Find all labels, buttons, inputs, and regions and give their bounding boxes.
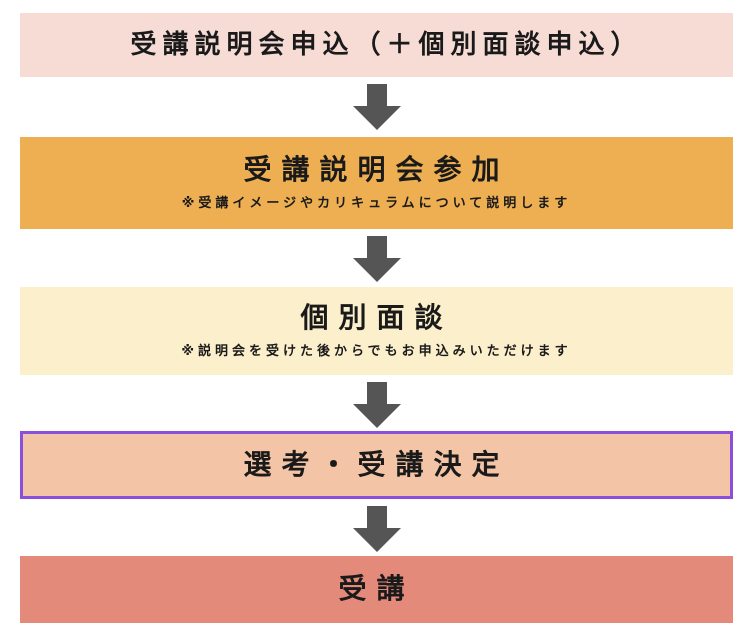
step-selection: 選考・受講決定 — [20, 431, 733, 499]
arrow-down-icon — [353, 382, 401, 428]
arrow-down-icon — [353, 84, 401, 130]
arrow-down-icon — [353, 506, 401, 552]
step-interview-title: 個別面談 — [300, 301, 453, 335]
step-selection-title: 選考・受講決定 — [243, 447, 510, 481]
step-application-title: 受講説明会申込（＋個別面談申込） — [130, 29, 643, 60]
step-info-session: 受講説明会参加 ※受講イメージやカリキュラムについて説明します — [20, 137, 733, 229]
step-info-session-note: ※受講イメージやカリキュラムについて説明します — [181, 195, 572, 211]
step-interview-note: ※説明会を受けた後からでもお申込みいただけます — [181, 343, 572, 359]
step-application: 受講説明会申込（＋個別面談申込） — [20, 13, 733, 77]
step-enrollment: 受講 — [20, 556, 733, 623]
step-enrollment-title: 受講 — [338, 572, 415, 606]
arrow-down-icon — [353, 236, 401, 282]
step-info-session-title: 受講説明会参加 — [243, 153, 510, 187]
step-interview: 個別面談 ※説明会を受けた後からでもお申込みいただけます — [20, 287, 733, 375]
